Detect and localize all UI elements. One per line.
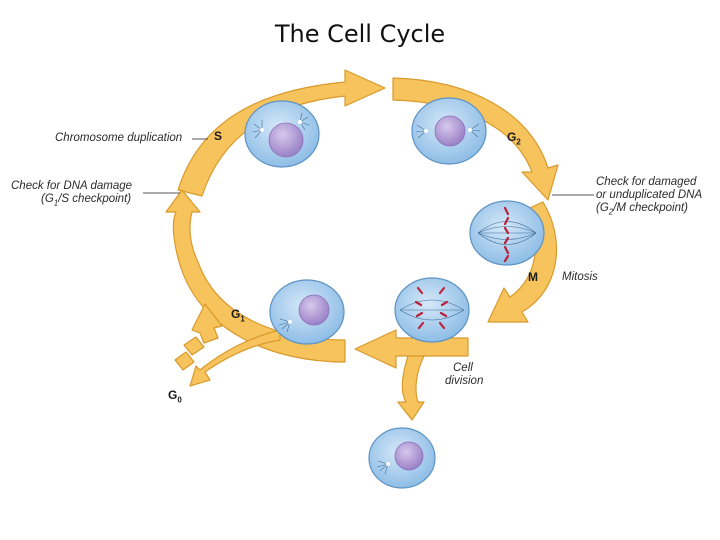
arrow-daughter-cell bbox=[397, 355, 425, 421]
cell-anaphase bbox=[394, 277, 470, 343]
phase-label-g0: G0 bbox=[168, 388, 182, 405]
label-g2m-line2: or unduplicated DNA bbox=[596, 189, 703, 201]
label-g2m-line1: Check for damaged bbox=[596, 176, 697, 188]
cell-daughter bbox=[368, 427, 436, 489]
cell-g2-phase bbox=[411, 97, 487, 165]
cycle-arrows bbox=[165, 69, 559, 421]
label-chromosome-duplication: Chromosome duplication bbox=[55, 132, 183, 144]
label-g2m-line3: (G2/M checkpoint) bbox=[596, 202, 689, 217]
label-g1s-line1: Check for DNA damage bbox=[11, 180, 133, 192]
arrow-s-phase bbox=[177, 69, 386, 197]
arrow-g1-phase bbox=[165, 189, 346, 363]
label-cell-division-line2: division bbox=[445, 375, 484, 387]
label-cell-division: Cell division bbox=[445, 362, 483, 388]
cell-s-phase bbox=[244, 100, 320, 168]
cell-m-phase bbox=[469, 200, 545, 266]
phase-label-g1: G1 bbox=[231, 307, 245, 324]
cell-g1-phase bbox=[269, 279, 345, 345]
label-g2m-checkpoint: Check for damaged or unduplicated DNA (G… bbox=[596, 176, 702, 218]
phase-label-s: S bbox=[214, 129, 223, 143]
label-g1s-line2: (G1/S checkpoint) bbox=[41, 193, 132, 208]
arrow-g0-exit bbox=[189, 329, 281, 387]
label-g1s-checkpoint: Check for DNA damage (G1/S checkpoint) bbox=[11, 180, 132, 209]
g0-reentry-block-2 bbox=[183, 336, 205, 356]
g0-reentry-arrowhead bbox=[191, 303, 223, 344]
diagram-title: The Cell Cycle bbox=[274, 20, 446, 48]
label-mitosis: Mitosis bbox=[562, 271, 598, 283]
g0-reentry-block-1 bbox=[174, 351, 195, 371]
phase-label-g2: G2 bbox=[507, 130, 521, 147]
phase-label-m: M bbox=[528, 270, 538, 284]
label-cell-division-line1: Cell bbox=[453, 362, 473, 374]
